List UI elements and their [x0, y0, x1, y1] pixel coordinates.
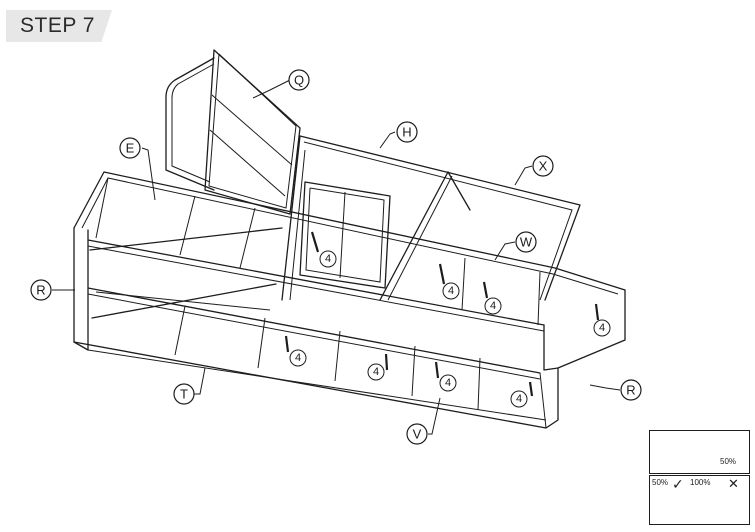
over-percent: 100% [690, 478, 711, 487]
callout-q: Q [288, 69, 310, 91]
callout-leaders [52, 79, 621, 435]
svg-text:R: R [36, 283, 45, 298]
bolt-marker: 4 [510, 381, 534, 408]
bolt-marker: 4 [284, 335, 307, 367]
svg-text:4: 4 [599, 322, 605, 334]
callout-h: H [396, 121, 418, 143]
svg-text:Q: Q [294, 73, 304, 88]
callout-t: T [173, 383, 195, 405]
callout-r-left: R [30, 279, 52, 301]
cross-icon: ✕ [728, 476, 739, 491]
tighten-percent: 50% [720, 457, 737, 466]
check-icon: ✓ [672, 476, 684, 492]
callout-v: V [406, 423, 428, 445]
svg-text:H: H [402, 125, 411, 140]
svg-text:4: 4 [373, 366, 379, 378]
warning-panel: 50% [649, 430, 750, 474]
svg-text:4: 4 [448, 285, 454, 297]
callout-x: X [532, 155, 554, 177]
main-frame [73, 171, 626, 429]
bolt-marker: 4 [434, 361, 457, 392]
svg-text:E: E [126, 141, 135, 156]
ok-percent: 50% [652, 478, 669, 487]
callout-r-right: R [620, 379, 642, 401]
step-label-tab: STEP 7 [6, 10, 112, 42]
svg-text:4: 4 [325, 253, 331, 265]
svg-text:X: X [539, 159, 548, 174]
bolt-marker: 4 [482, 281, 502, 315]
callout-w: W [515, 231, 537, 253]
bolt-marker: 4 [438, 263, 460, 300]
torque-panel: 50% ✓ 100% ✕ [649, 475, 750, 525]
bolt-marker: 4 [593, 303, 611, 337]
svg-text:4: 4 [295, 352, 301, 364]
bolt-marker: 4 [367, 353, 389, 381]
svg-text:R: R [626, 383, 635, 398]
svg-text:4: 4 [445, 377, 451, 389]
svg-text:T: T [180, 387, 188, 402]
support-frame [281, 135, 581, 301]
bolt-marker: 4 [310, 231, 337, 268]
svg-text:4: 4 [516, 393, 522, 405]
svg-text:4: 4 [490, 300, 496, 312]
callout-e: E [119, 137, 141, 159]
svg-text:V: V [413, 427, 422, 442]
backrest-frame [165, 49, 301, 215]
step-label: STEP 7 [20, 14, 95, 37]
svg-text:W: W [520, 235, 533, 250]
